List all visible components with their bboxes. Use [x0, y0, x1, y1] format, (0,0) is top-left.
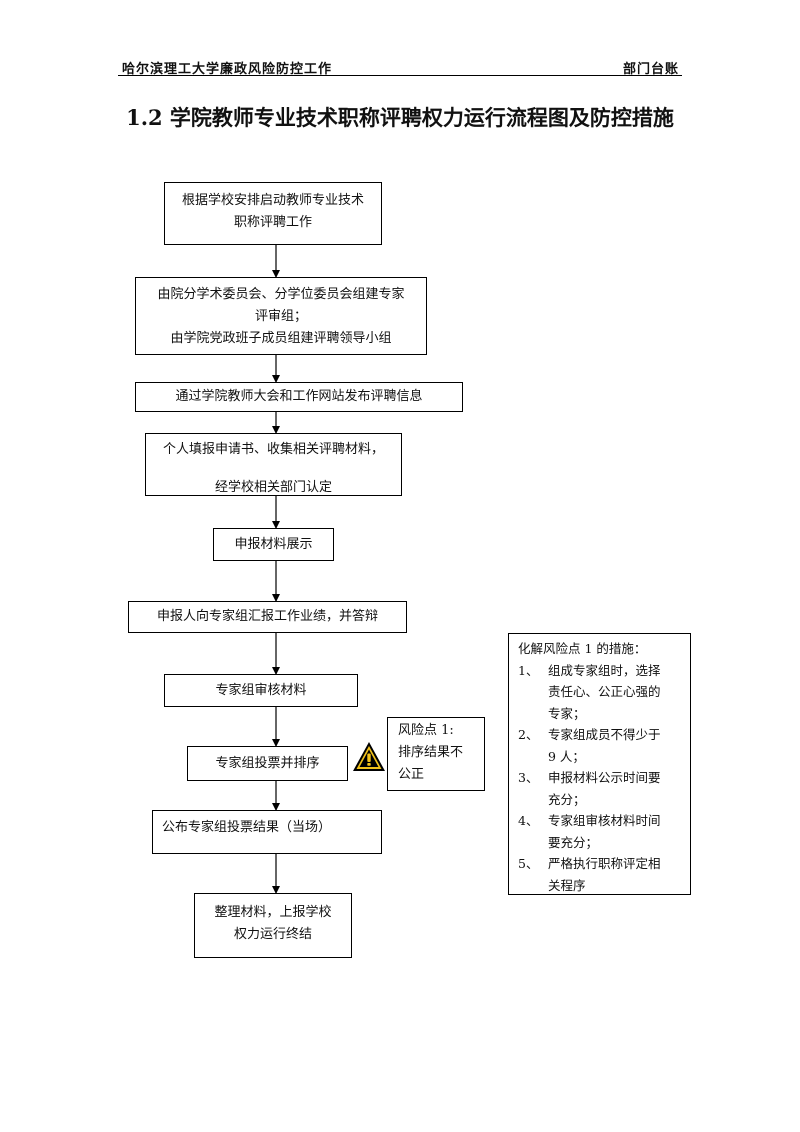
measure-number: 5、	[518, 856, 539, 871]
measure-text: 专家组审核材料时间	[548, 813, 661, 828]
measure-text: 要充分；	[548, 834, 599, 850]
header-left-text: 哈尔滨理工大学廉政风险防控工作	[122, 62, 333, 77]
step-review-materials: 专家组审核材料	[164, 674, 358, 707]
risk-line-3: 公正	[398, 767, 425, 782]
measure-number: 4、	[518, 813, 539, 828]
risk-point-box: 风险点 1: 排序结果不 公正	[387, 717, 485, 791]
measures-title: 化解风险点 1 的措施：	[518, 641, 647, 656]
step-submit-application: 个人填报申请书、收集相关评聘材料， 经学校相关部门认定	[145, 433, 402, 496]
step-finalize-line-1: 整理材料，上报学校	[214, 905, 332, 920]
measure-item: 3、 申报材料公示时间要 充分；	[518, 767, 684, 810]
step-apply-line-2: 经学校相关部门认定	[214, 480, 332, 495]
step-display-materials: 申报材料展示	[213, 528, 334, 561]
measure-text: 专家；	[548, 705, 586, 721]
risk-measures-box: 化解风险点 1 的措施： 1、 组成专家组时，选择 责任心、公正心强的 专家； …	[508, 633, 691, 895]
measure-text: 专家组成员不得少于	[548, 727, 661, 742]
measure-item: 5、 严格执行职称评定相 关程序	[518, 853, 684, 896]
step-apply-line-1: 个人填报申请书、收集相关评聘材料，	[162, 442, 384, 457]
step-finalize-line-2: 权力运行终结	[233, 927, 312, 942]
measure-number: 3、	[518, 770, 539, 785]
step-form-expert-group: 由院分学术委员会、分学位委员会组建专家 评审组； 由学院党政班子成员组建评聘领导…	[135, 277, 427, 355]
measure-item: 4、 专家组审核材料时间 要充分；	[518, 810, 684, 853]
measure-text: 申报材料公示时间要	[548, 770, 661, 785]
step-expert-line-1: 由院分学术委员会、分学位委员会组建专家	[157, 287, 405, 302]
header-right-text: 部门台账	[622, 62, 679, 77]
step-report-defense: 申报人向专家组汇报工作业绩，并答辩	[128, 601, 407, 633]
measure-text: 责任心、公正心强的	[548, 684, 661, 699]
step-start-line-1: 根据学校安排启动教师专业技术	[181, 193, 364, 208]
step-start-line-2: 职称评聘工作	[233, 215, 312, 230]
measure-text: 组成专家组时，选择	[548, 662, 661, 678]
step-publish-info: 通过学院教师大会和工作网站发布评聘信息	[135, 382, 463, 412]
measure-number: 1、	[518, 662, 539, 678]
measure-text: 关程序	[548, 877, 586, 893]
step-announce-result: 公布专家组投票结果（当场）	[152, 810, 382, 854]
warning-triangle-icon	[353, 742, 385, 771]
step-expert-line-3: 由学院党政班子成员组建评聘领导小组	[170, 331, 392, 346]
measure-number: 2、	[518, 727, 539, 742]
measure-text: 严格执行职称评定相	[548, 856, 661, 871]
measure-item: 1、 组成专家组时，选择 责任心、公正心强的 专家；	[518, 660, 684, 725]
step-expert-line-2: 评审组；	[254, 309, 307, 324]
measure-text: 充分；	[548, 791, 586, 807]
risk-line-1: 风险点 1:	[398, 723, 454, 738]
measure-item: 2、 专家组成员不得少于 9 人；	[518, 724, 684, 767]
page-title: 1.2 学院教师专业技术职称评聘权力运行流程图及防控措施	[126, 105, 674, 130]
step-start-evaluation: 根据学校安排启动教师专业技术 职称评聘工作	[164, 182, 382, 245]
step-finalize: 整理材料，上报学校 权力运行终结	[194, 893, 352, 958]
header-rule	[118, 75, 682, 76]
step-vote-and-rank: 专家组投票并排序	[187, 746, 348, 781]
measures-list: 1、 组成专家组时，选择 责任心、公正心强的 专家； 2、 专家组成员不得少于 …	[518, 660, 684, 897]
measure-text: 9 人；	[548, 748, 585, 764]
risk-line-2: 排序结果不	[398, 745, 464, 760]
